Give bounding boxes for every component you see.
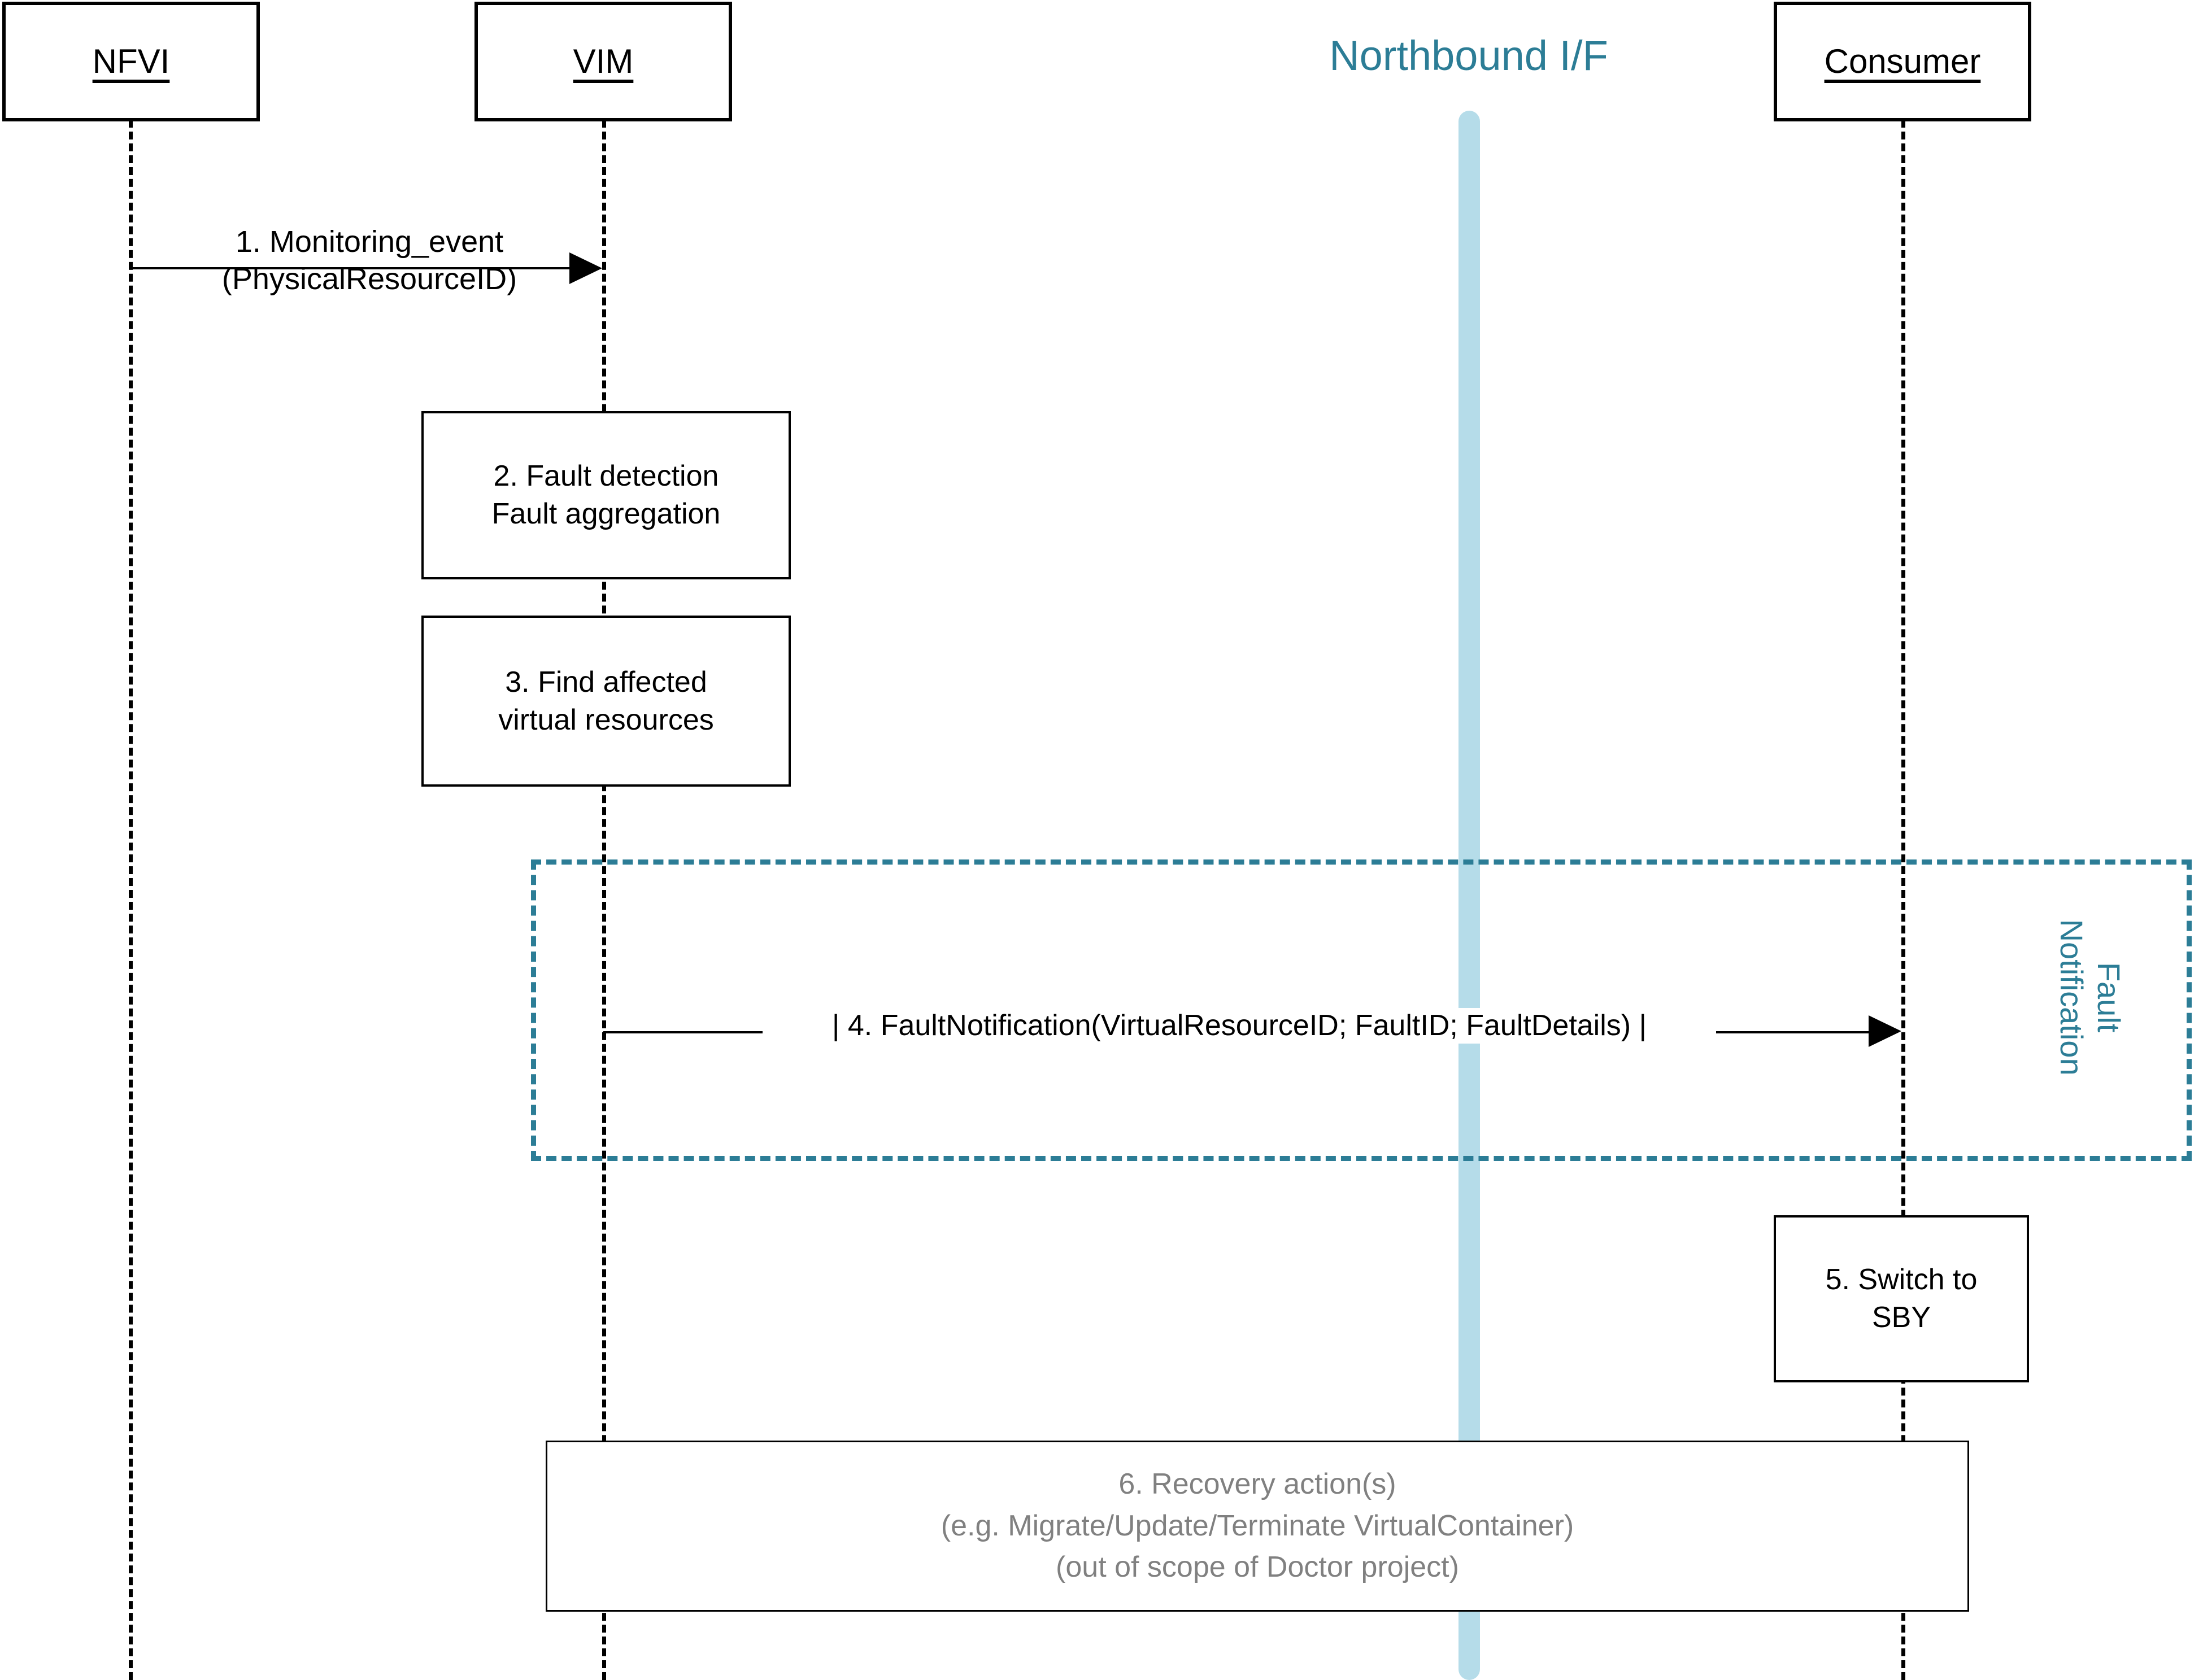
- activity-3-line1: 3. Find affected: [505, 665, 707, 699]
- message-1-line: [130, 267, 571, 269]
- activity-2-line2: Fault aggregation: [491, 498, 721, 530]
- actor-box-consumer[interactable]: Consumer: [1774, 2, 2031, 121]
- activity-6-line1: 6. Recovery action(s): [1118, 1467, 1396, 1500]
- activity-6-line2: (e.g. Migrate/Update/Terminate VirtualCo…: [941, 1509, 1574, 1542]
- message-1-label-line2: (PhysicalResourceID): [221, 261, 517, 296]
- message-1-label-line1: 1. Monitoring_event: [235, 225, 504, 259]
- actor-label-vim: VIM: [573, 42, 634, 80]
- frame-label-line1: Fault: [2091, 962, 2127, 1033]
- activity-6-line3: (out of scope of Doctor project): [1056, 1551, 1459, 1584]
- northbound-interface-bar: [1458, 111, 1480, 1680]
- activity-box-find-affected-resources[interactable]: 3. Find affected virtual resources: [421, 616, 791, 787]
- activity-box-switch-to-sby[interactable]: 5. Switch to SBY: [1774, 1215, 2029, 1382]
- actor-box-vim[interactable]: VIM: [474, 2, 732, 121]
- activity-3-line2: virtual resources: [498, 703, 714, 736]
- lifeline-nfvi: [129, 120, 133, 1680]
- message-1-label: 1. Monitoring_event (PhysicalResourceID): [183, 224, 556, 298]
- actor-label-consumer: Consumer: [1824, 42, 1981, 80]
- message-1-arrowhead: [569, 252, 602, 284]
- fault-notification-frame-label: Fault Notification: [2053, 896, 2127, 1099]
- frame-label-line2: Notification: [2054, 919, 2089, 1076]
- actor-label-nfvi: NFVI: [92, 42, 170, 80]
- message-4-label: | 4. FaultNotification(VirtualResourceID…: [763, 1008, 1716, 1044]
- actor-box-nfvi[interactable]: NFVI: [2, 2, 260, 121]
- lifeline-consumer: [1901, 120, 1905, 1680]
- activity-5-line2: SBY: [1871, 1301, 1931, 1334]
- activity-box-fault-detection[interactable]: 2. Fault detection Fault aggregation: [421, 411, 791, 579]
- activity-2-line1: 2. Fault detection: [493, 460, 719, 493]
- fault-notification-frame: [531, 859, 2192, 1161]
- activity-box-recovery-actions[interactable]: 6. Recovery action(s) (e.g. Migrate/Upda…: [546, 1441, 1969, 1612]
- message-4-arrowhead: [1869, 1015, 1901, 1047]
- northbound-interface-title: Northbound I/F: [1329, 32, 1608, 79]
- lifeline-vim: [602, 120, 606, 1680]
- activity-5-line1: 5. Switch to: [1825, 1263, 1978, 1297]
